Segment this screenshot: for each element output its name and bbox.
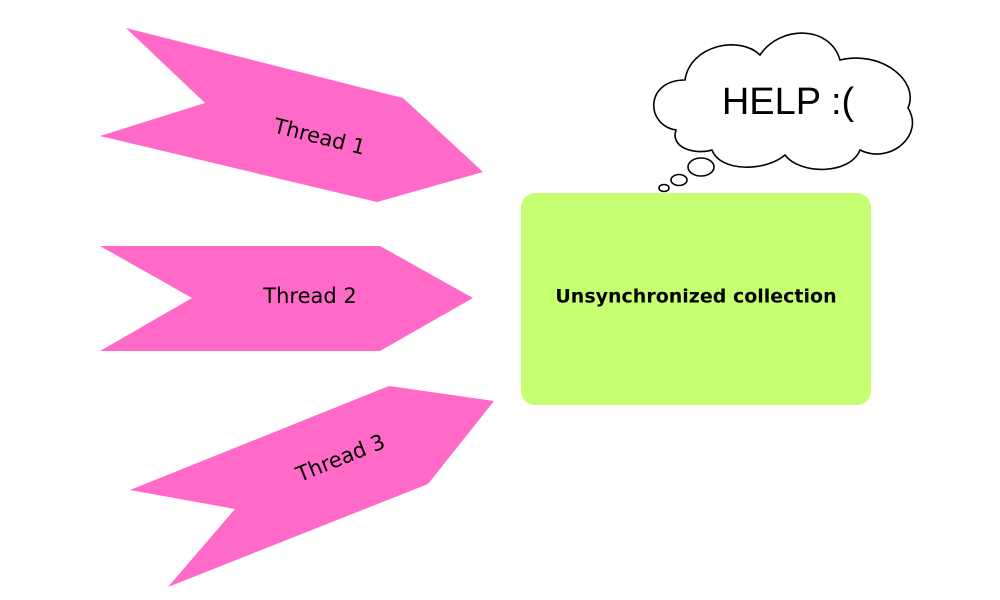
thread-1-arrow: Thread 1 [100,28,483,202]
thread-1-arrow-shape [100,28,483,202]
thread-3-arrow-shape [130,386,494,587]
collection-label: Unsynchronized collection [555,286,836,308]
thought-bubble-cloud [652,32,914,171]
thought-bubble-dot-medium [670,173,688,187]
thread-3-arrow: Thread 3 [130,386,494,587]
thread-2-arrow: Thread 2 [100,246,473,351]
thought-bubble-text: HELP :( [722,81,855,123]
thread-2-label: Thread 2 [262,284,356,308]
thought-bubble-dot-large [687,157,715,177]
collection-box-shape [521,193,871,405]
thought-bubble: HELP :( [652,32,914,193]
thought-bubble-dot-small [658,183,670,193]
collection-box: Unsynchronized collection [521,193,871,405]
thread-2-arrow-shape [100,246,473,351]
